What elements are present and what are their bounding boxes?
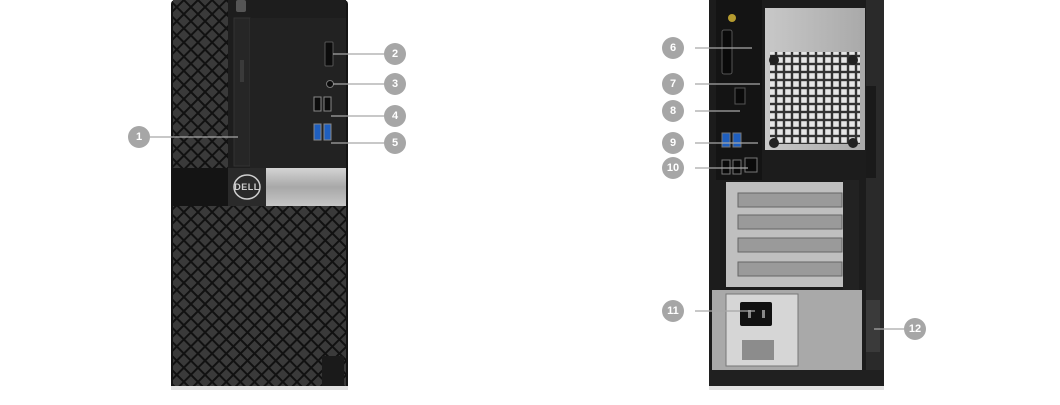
- optical-drive: [233, 17, 251, 167]
- fan-screw: [769, 138, 779, 148]
- power-socket-pin: [748, 310, 751, 318]
- fan-screw: [769, 55, 779, 65]
- power-button-icon: [236, 0, 246, 12]
- expansion-slot: [737, 192, 843, 208]
- dell-logo-text: DELL: [234, 182, 260, 192]
- usb-port-icon: [732, 159, 742, 175]
- callout-9: 9: [662, 132, 684, 154]
- leader-lines: [150, 47, 904, 330]
- callout-3: 3: [384, 73, 406, 95]
- dell-logo: [233, 174, 261, 200]
- front-foot: [171, 386, 348, 390]
- callout-11: 11: [662, 300, 684, 322]
- usb-port-icon: [721, 159, 731, 175]
- audio-jack-icon: [326, 80, 334, 88]
- callout-2: 2: [384, 43, 406, 65]
- rear-handle: [866, 86, 876, 178]
- callout-6: 6: [662, 37, 684, 59]
- callout-5: 5: [384, 132, 406, 154]
- expansion-slot: [737, 214, 843, 230]
- expansion-slot: [737, 237, 843, 253]
- psu-vent: [742, 340, 774, 360]
- serial-port: [721, 29, 733, 75]
- rear-foot-shadow: [709, 386, 884, 390]
- callout-12: 12: [904, 318, 926, 340]
- rear-foot: [709, 370, 884, 388]
- power-socket-pin: [762, 310, 765, 318]
- power-socket-icon: [740, 302, 772, 326]
- port-panel: [250, 18, 346, 168]
- usb-port-icon: [323, 96, 332, 112]
- sd-card-slot: [324, 41, 334, 67]
- usb-port-icon: [313, 96, 322, 112]
- fan-screw: [848, 55, 858, 65]
- callout-10: 10: [662, 157, 684, 179]
- front-mesh-upper: [173, 0, 228, 168]
- front-bottom-slot: [322, 356, 344, 386]
- usb-port-icon: [732, 132, 742, 148]
- usb-port-icon: [323, 123, 332, 141]
- callout-1: 1: [128, 126, 150, 148]
- fan-grille: [770, 52, 860, 144]
- audio-jack-icon: [728, 14, 736, 22]
- callout-4: 4: [384, 105, 406, 127]
- fan-screw: [848, 138, 858, 148]
- callout-8: 8: [662, 100, 684, 122]
- usb-port-icon: [721, 132, 731, 148]
- front-view: DELL: [171, 0, 348, 390]
- rear-view: [709, 0, 884, 390]
- callout-7: 7: [662, 73, 684, 95]
- expansion-slot: [737, 261, 843, 277]
- drive-eject: [240, 60, 244, 82]
- slot-latch: [843, 180, 859, 290]
- ethernet-port-icon: [744, 157, 758, 173]
- usb-port-icon: [313, 123, 322, 141]
- displayport: [734, 87, 746, 105]
- padlock-loop: [866, 300, 880, 352]
- front-mesh-lower: [173, 206, 346, 386]
